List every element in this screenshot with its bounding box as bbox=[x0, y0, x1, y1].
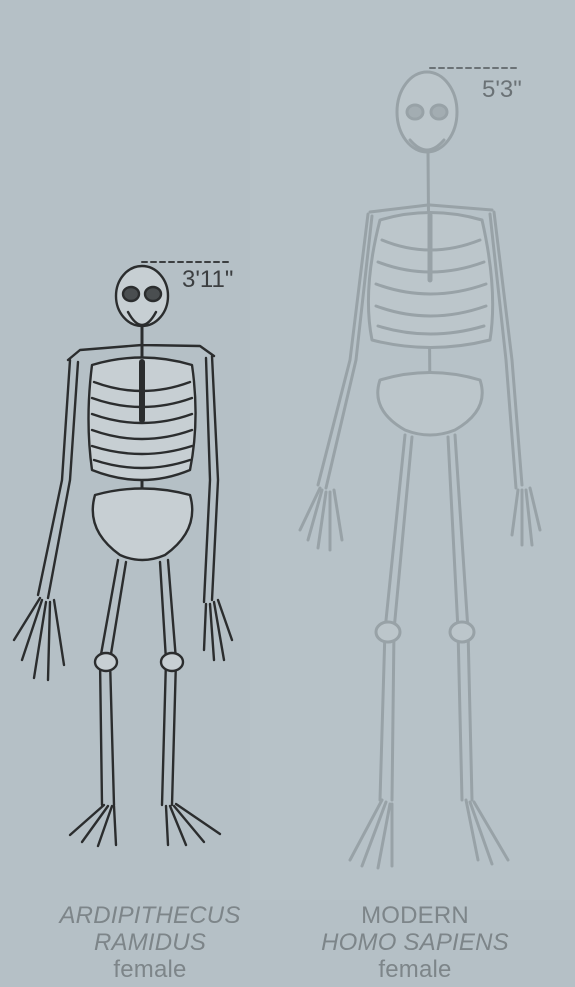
homo-sapiens-sex: female bbox=[290, 956, 540, 983]
ardipithecus-height-label: 3'11" bbox=[182, 266, 233, 294]
ardipithecus-sex: female bbox=[30, 956, 270, 983]
ardipithecus-genus: ARDIPITHECUS bbox=[30, 902, 270, 929]
homo-sapiens-name: HOMO SAPIENS bbox=[290, 929, 540, 956]
ardipithecus-species: RAMIDUS bbox=[30, 929, 270, 956]
ardipithecus-caption: ARDIPITHECUS RAMIDUS female bbox=[30, 902, 270, 983]
homo-sapiens-caption: MODERN HOMO SAPIENS female bbox=[290, 902, 540, 983]
homo-modern-word: MODERN bbox=[290, 902, 540, 929]
homo-sapiens-height-label: 5'3" bbox=[482, 76, 522, 104]
